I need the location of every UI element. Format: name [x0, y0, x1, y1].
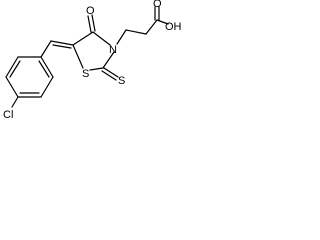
bond-n3-c2 [102, 51, 115, 69]
bond-ar-inner-3 [9, 60, 21, 78]
bond-n3-ch2a [116, 29, 127, 45]
bond-s1-c5 [72, 44, 84, 69]
bond-ch2b-cooh [145, 19, 158, 35]
bond-ar-5 [5, 56, 19, 78]
bond-c5-ch-b [52, 44, 72, 49]
bond-ar-4 [5, 76, 19, 98]
bond-ar-inner-1 [38, 60, 50, 78]
bond-ch2a-ch2b [125, 29, 147, 35]
chemical-structure: O O OH N S S Cl [3, 0, 182, 121]
bond-c2-s-b [101, 70, 117, 81]
bond-c4-n3 [92, 31, 111, 46]
atom-o-carbonyl: O [86, 5, 95, 17]
atom-n-ring: N [109, 44, 117, 56]
atom-s-thione: S [118, 75, 125, 87]
atom-oh: OH [165, 21, 182, 33]
bond-c5-c4 [72, 31, 94, 46]
bond-cooh-oh [156, 19, 169, 25]
bond-c4-o-b [91, 14, 96, 32]
bond-c5-ch-a [50, 40, 74, 46]
bond-ar-2 [40, 76, 54, 98]
atom-s-ring: S [82, 68, 89, 80]
bond-ar-cl [11, 96, 19, 108]
atom-cl: Cl [3, 109, 13, 121]
bond-ar-1 [40, 56, 54, 78]
atom-o-acid: O [153, 0, 162, 10]
bond-c2-s1 [89, 67, 104, 71]
bond-c2-s-a [103, 67, 119, 78]
bond-ch-phenyl [40, 40, 52, 58]
bond-layer [5, 6, 169, 108]
atom-label-layer: O O OH N S S Cl [3, 0, 182, 121]
bond-c4-o-a [87, 15, 92, 33]
